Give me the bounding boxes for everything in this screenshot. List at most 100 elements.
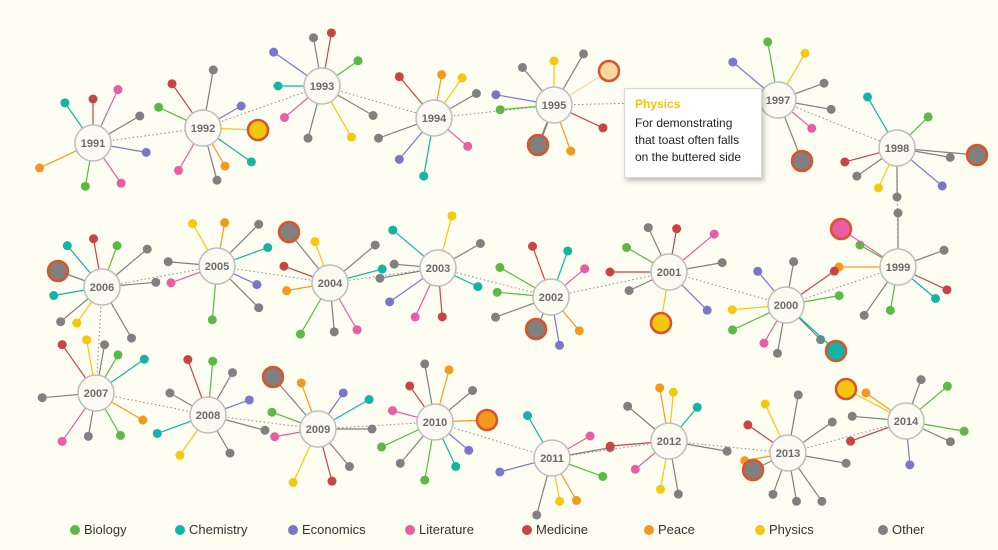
legend-label: Literature xyxy=(419,522,474,537)
laureate-dot xyxy=(598,123,608,133)
laureate-dot xyxy=(852,171,862,181)
legend: Biology Chemistry Economics Literature M… xyxy=(70,522,948,537)
laureate-dot xyxy=(88,94,98,104)
laureate-dot xyxy=(532,510,542,520)
laureate-dot xyxy=(468,386,478,396)
year-connector xyxy=(437,267,552,298)
laureate-dot xyxy=(208,356,218,366)
year-label: 2011 xyxy=(540,453,564,465)
year-hub xyxy=(77,374,115,412)
legend-item-chemistry[interactable]: Chemistry xyxy=(175,522,288,537)
laureate-dot xyxy=(728,325,738,335)
laureate-dot xyxy=(800,48,810,58)
legend-item-peace[interactable]: Peace xyxy=(644,522,755,537)
laureate-dot xyxy=(846,436,856,446)
laureate-dot xyxy=(139,354,149,364)
laureate-dot xyxy=(945,152,955,162)
year-label: 1995 xyxy=(542,100,566,112)
highlight-dot xyxy=(741,458,765,482)
legend-dot xyxy=(522,524,532,535)
year-connector xyxy=(777,99,898,149)
legend-dot xyxy=(175,524,185,535)
laureate-dot xyxy=(273,81,283,91)
highlight-dot xyxy=(526,133,550,157)
year-connector xyxy=(550,271,670,298)
year-hub xyxy=(535,86,573,124)
laureate-dot xyxy=(840,157,850,167)
laureate-dot xyxy=(555,496,565,506)
legend-item-literature[interactable]: Literature xyxy=(405,522,522,537)
legend-item-biology[interactable]: Biology xyxy=(70,522,175,537)
laureate-dot xyxy=(931,293,941,303)
tooltip-title: Physics xyxy=(635,97,681,111)
laureate-dot xyxy=(174,165,183,175)
laureate-dot xyxy=(826,104,836,114)
legend-item-other[interactable]: Other xyxy=(878,522,948,537)
tooltip-text: For demonstrating that toast often falls… xyxy=(635,115,751,166)
laureate-dot xyxy=(959,426,969,436)
laureate-dot xyxy=(410,312,420,322)
legend-label: Medicine xyxy=(536,522,589,537)
laureate-dot xyxy=(905,460,915,470)
laureate-dot xyxy=(377,442,387,452)
legend-dot xyxy=(755,524,765,535)
laureate-dot xyxy=(263,243,273,253)
year-label: 1999 xyxy=(886,262,910,274)
year-label: 1997 xyxy=(766,95,790,107)
laureate-dot xyxy=(152,428,162,438)
year-hub xyxy=(769,434,807,472)
laureate-dot xyxy=(375,273,385,283)
legend-label: Other xyxy=(892,522,925,537)
year-connector xyxy=(216,265,331,284)
laureate-dot xyxy=(394,154,404,164)
laureate-dot xyxy=(563,246,573,256)
laureate-dot xyxy=(457,73,467,83)
laureate-dot xyxy=(475,239,485,248)
laureate-dot xyxy=(605,267,615,277)
laureate-dot xyxy=(37,393,47,403)
laureate-dot xyxy=(364,395,374,404)
year-hub xyxy=(887,402,925,440)
laureate-dot xyxy=(605,441,615,451)
laureate-dot xyxy=(329,327,339,337)
year-label: 2014 xyxy=(894,416,919,428)
year-hub xyxy=(303,67,341,105)
laureate-dot xyxy=(863,92,872,102)
laureate-dot xyxy=(49,291,59,301)
laureate-dot xyxy=(420,359,430,369)
laureate-dot xyxy=(80,181,90,191)
legend-dot xyxy=(644,524,654,535)
laureate-dot xyxy=(673,489,683,499)
highlight-dot xyxy=(834,377,858,401)
legend-item-medicine[interactable]: Medicine xyxy=(522,522,644,537)
laureate-dot xyxy=(789,257,799,267)
legend-dot xyxy=(878,524,888,535)
laureate-dot xyxy=(220,218,230,228)
laureate-dot xyxy=(388,225,398,235)
legend-item-physics[interactable]: Physics xyxy=(755,522,878,537)
laureate-dot xyxy=(389,259,399,269)
laureate-dot xyxy=(141,147,151,157)
laureate-dot xyxy=(495,263,505,272)
laureate-dot xyxy=(847,411,857,421)
laureate-dot xyxy=(437,312,447,322)
laureate-dot xyxy=(303,133,313,143)
laureate-dot xyxy=(841,458,851,468)
laureate-dot xyxy=(743,420,753,430)
highlight-dot xyxy=(475,408,499,432)
year-label: 2003 xyxy=(426,263,450,275)
laureate-dot xyxy=(127,333,136,343)
laureate-dot xyxy=(72,318,82,328)
laureate-dot xyxy=(188,219,197,229)
year-label: 2004 xyxy=(318,278,343,290)
laureate-dot xyxy=(655,383,665,393)
year-label: 2013 xyxy=(776,448,800,460)
laureate-dot xyxy=(167,79,177,89)
laureate-dot xyxy=(792,496,802,506)
laureate-dot xyxy=(260,425,270,435)
legend-item-economics[interactable]: Economics xyxy=(288,522,405,537)
year-hub xyxy=(311,264,349,302)
year-hub xyxy=(83,268,121,306)
year-connector xyxy=(95,392,209,416)
year-connector xyxy=(321,85,435,119)
